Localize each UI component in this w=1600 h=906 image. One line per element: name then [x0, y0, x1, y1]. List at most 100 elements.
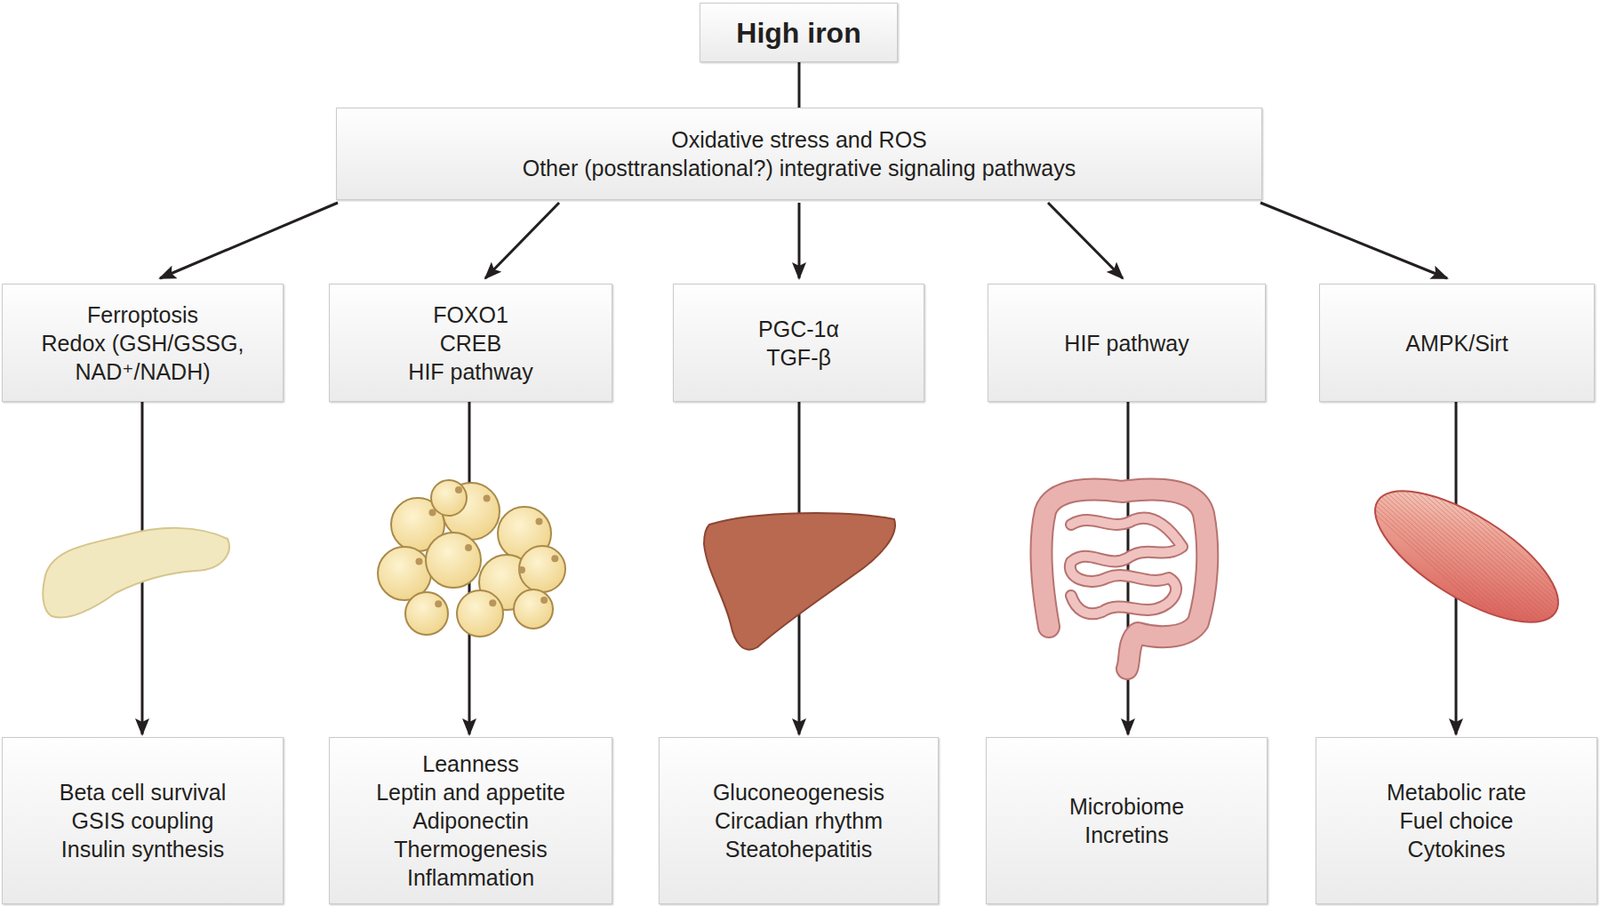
process-box: LeannessLeptin and appetiteAdiponectinTh… — [328, 736, 613, 904]
fat-cell — [431, 480, 467, 516]
process-box: FOXO1CREBHIF pathway — [328, 283, 613, 402]
box-text: Thermogenesis — [340, 834, 601, 864]
muscle-illustration — [1288, 435, 1600, 667]
muscle-fiber — [1432, 483, 1600, 662]
muscle-fiber — [1304, 440, 1501, 619]
process-box: AMPK/Sirt — [1319, 283, 1595, 402]
box-content: FerroptosisRedox (GSH/GSSG, NAD⁺/NADH) — [13, 300, 272, 386]
box-content: LeannessLeptin and appetiteAdiponectinTh… — [340, 749, 601, 892]
box-text: Fuel choice — [1327, 806, 1586, 835]
connector-arrow — [798, 202, 801, 279]
muscle-fiber — [1360, 459, 1557, 638]
cell-nucleus — [455, 486, 463, 494]
box-text: FOXO1 — [340, 300, 601, 329]
muscle-fiber — [1368, 462, 1565, 640]
box-text: CREB — [340, 328, 601, 358]
muscle-fiber — [1288, 435, 1485, 614]
connector-arrow — [1048, 202, 1123, 279]
process-box: HIF pathway — [987, 283, 1266, 402]
muscle-fiber — [1344, 454, 1541, 632]
header-box: High iron — [699, 2, 898, 63]
box-text: Cytokines — [1327, 834, 1586, 864]
process-box: Beta cell survivalGSIS couplingInsulin s… — [1, 736, 284, 904]
muscle-fiber — [1416, 478, 1600, 656]
process-box: FerroptosisRedox (GSH/GSSG, NAD⁺/NADH) — [1, 283, 284, 402]
box-text: Oxidative stress and ROS — [347, 125, 1251, 154]
box-text: Redox (GSH/GSSG, NAD⁺/NADH) — [13, 328, 272, 386]
fat-cell — [405, 592, 448, 635]
box-text: HIF pathway — [999, 328, 1255, 358]
box-content: FOXO1CREBHIF pathway — [340, 300, 601, 386]
box-content: HIF pathway — [999, 328, 1255, 358]
process-box: Metabolic rateFuel choiceCytokines — [1315, 736, 1598, 904]
connector-arrow — [1260, 202, 1448, 279]
cell-nucleus — [464, 544, 472, 552]
muscle-fiber — [1312, 443, 1509, 622]
cell-nucleus — [434, 600, 442, 608]
liver-illustration — [704, 512, 896, 650]
connector-arrow — [160, 202, 338, 279]
box-text: Gluconeogenesis — [670, 777, 928, 807]
fat-cell — [456, 590, 504, 637]
muscle-fiber — [1320, 446, 1517, 624]
cell-nucleus — [416, 558, 424, 566]
box-text: Ferroptosis — [13, 300, 272, 329]
muscle-fiber — [1440, 486, 1600, 664]
box-content: MicrobiomeIncretins — [997, 792, 1256, 849]
box-content: Metabolic rateFuel choiceCytokines — [1327, 777, 1586, 864]
box-text: Adiponectin — [340, 806, 601, 835]
box-content: PGC-1αTGF-β — [684, 314, 913, 372]
fat-cell — [425, 532, 481, 588]
muscle-fiber — [1328, 448, 1525, 627]
pancreas-illustration — [42, 528, 230, 618]
process-box: MicrobiomeIncretins — [985, 736, 1268, 904]
box-text: Microbiome — [997, 792, 1256, 821]
box-content: Oxidative stress and ROSOther (posttrans… — [347, 125, 1251, 183]
box-text: Circadian rhythm — [670, 806, 928, 835]
box-text: Metabolic rate — [1327, 777, 1586, 807]
box-text: Insulin synthesis — [13, 834, 272, 864]
muscle-fiber — [1384, 467, 1581, 646]
box-text: Inflammation — [340, 863, 601, 892]
cell-nucleus — [551, 554, 559, 562]
muscle-fiber — [1448, 488, 1600, 667]
box-text: TGF-β — [684, 343, 913, 372]
muscle-fiber — [1352, 456, 1549, 635]
box-content: AMPK/Sirt — [1330, 328, 1584, 358]
intestine-illustration — [1041, 488, 1208, 669]
muscle-fiber — [1408, 475, 1600, 654]
muscle-fiber — [1336, 451, 1533, 630]
connector-arrow — [1127, 401, 1130, 735]
cell-nucleus — [488, 599, 496, 607]
cell-nucleus — [518, 566, 526, 574]
box-text: Other (posttranslational?) integrative s… — [347, 153, 1251, 183]
cell-nucleus — [429, 509, 437, 517]
box-text: Beta cell survival — [13, 777, 272, 807]
box-text: High iron — [711, 16, 887, 50]
connector-arrow — [798, 62, 801, 108]
process-box: PGC-1αTGF-β — [672, 283, 925, 402]
process-box: Oxidative stress and ROSOther (posttrans… — [336, 107, 1263, 200]
fat-cell — [519, 545, 566, 592]
box-text: AMPK/Sirt — [1330, 328, 1584, 358]
cell-nucleus — [536, 518, 544, 526]
cell-nucleus — [483, 495, 491, 503]
box-text: Leanness — [340, 749, 601, 778]
box-content: Beta cell survivalGSIS couplingInsulin s… — [13, 777, 272, 864]
box-text: HIF pathway — [340, 357, 601, 386]
box-text: Steatohepatitis — [670, 834, 928, 864]
box-content: High iron — [711, 16, 887, 50]
box-content: GluconeogenesisCircadian rhythmSteatohep… — [670, 777, 928, 864]
connector-arrow — [485, 202, 560, 279]
box-text: Leptin and appetite — [340, 777, 601, 807]
muscle-fiber — [1376, 464, 1573, 643]
box-text: GSIS coupling — [13, 806, 272, 835]
fat-cell — [513, 589, 553, 629]
process-box: GluconeogenesisCircadian rhythmSteatohep… — [658, 736, 939, 904]
fat-cells-illustration — [377, 480, 566, 637]
muscle-fiber — [1400, 472, 1597, 651]
cell-nucleus — [540, 596, 548, 604]
muscle-fiber — [1424, 480, 1600, 659]
box-text: PGC-1α — [684, 314, 913, 344]
